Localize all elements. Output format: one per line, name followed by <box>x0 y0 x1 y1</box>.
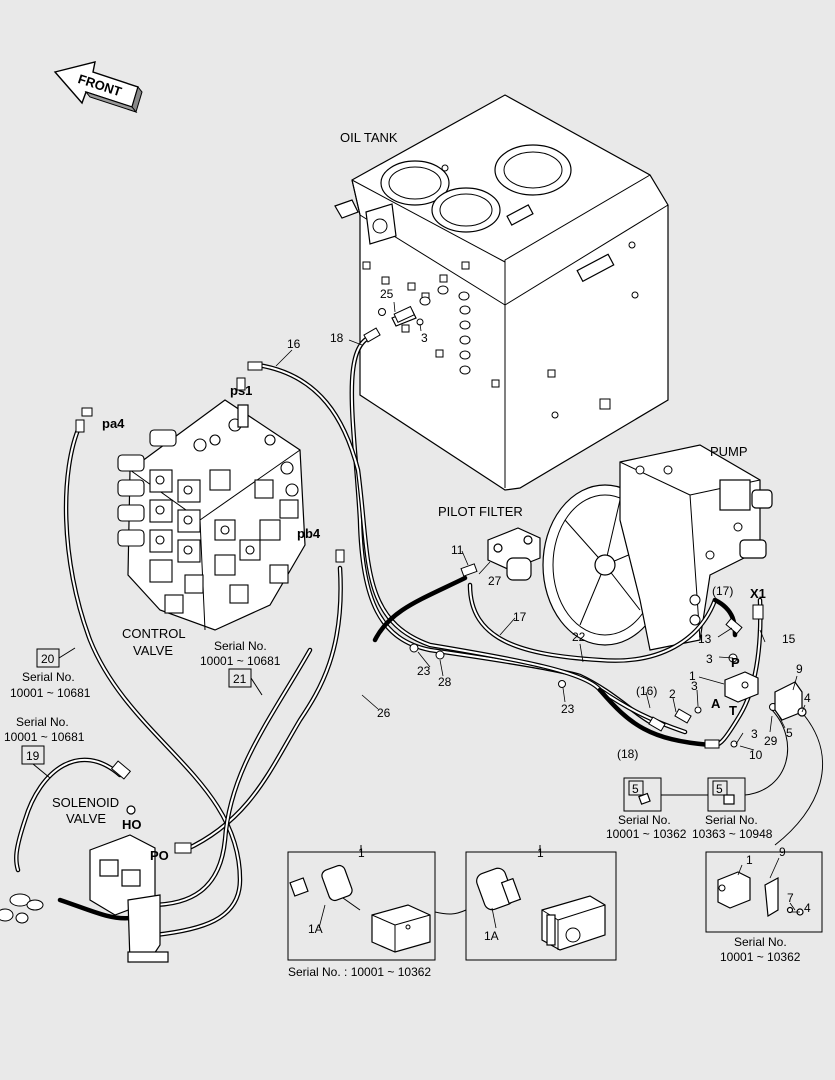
callout-5-box-a: 5 <box>632 782 639 796</box>
link-arrow-5 <box>744 709 788 796</box>
serial-5b-range: 10363 ~ 10948 <box>692 827 773 841</box>
link-arrow-9 <box>774 714 823 846</box>
callout-3-t: 3 <box>751 727 758 741</box>
detail-box-left <box>287 845 436 961</box>
callout-9-main: 9 <box>796 662 803 676</box>
serial-detail-left: Serial No. : 10001 ~ 10362 <box>288 965 431 979</box>
callout-15: 15 <box>782 632 796 646</box>
callout-27: 27 <box>488 574 502 588</box>
callout-5-main: 5 <box>786 726 793 740</box>
detail-link-arrow <box>434 909 467 915</box>
callout-1-detail-left: 1 <box>358 846 365 860</box>
detail-box-bracket <box>705 851 823 933</box>
callout-7: 7 <box>787 891 794 905</box>
callout-21: 21 <box>233 672 247 686</box>
callout-18-top: 18 <box>330 331 344 345</box>
callout-17-paren: (17) <box>712 584 733 598</box>
serial-19-title: Serial No. <box>16 715 69 729</box>
callout-1a-detail-left: 1A <box>308 922 323 936</box>
callout-10: 10 <box>749 748 763 762</box>
leader-lines <box>275 301 806 929</box>
serial-20-range: 10001 ~ 10681 <box>10 686 91 700</box>
serial-5a-title: Serial No. <box>618 813 671 827</box>
callout-29: 29 <box>764 734 778 748</box>
solenoid-valve-label-2: VALVE <box>66 811 106 826</box>
port-ho-label: HO <box>122 817 142 832</box>
detail-box-right <box>465 845 617 961</box>
callout-2: 2 <box>669 687 676 701</box>
serial-9-range: 10001 ~ 10362 <box>720 950 801 964</box>
serial-20-title: Serial No. <box>22 670 75 684</box>
callout-3-a: 3 <box>691 679 698 693</box>
callout-20: 20 <box>41 652 55 666</box>
fittings <box>75 305 777 854</box>
callout-4-bracket: 4 <box>804 901 811 915</box>
callout-1-detail-right: 1 <box>537 846 544 860</box>
oil-tank-label: OIL TANK <box>340 130 398 145</box>
port-t-label: T <box>729 703 737 718</box>
callout-5-box-b: 5 <box>716 782 723 796</box>
pilot-filter-label: PILOT FILTER <box>438 504 523 519</box>
pump-label: PUMP <box>710 444 748 459</box>
solenoid-valve-label-1: SOLENOID <box>52 795 119 810</box>
callout-22: 22 <box>572 630 586 644</box>
callout-25: 25 <box>380 287 394 301</box>
serial-5b-title: Serial No. <box>705 813 758 827</box>
callout-1-bracket: 1 <box>746 853 753 867</box>
serial-5a-range: 10001 ~ 10362 <box>606 827 687 841</box>
pump <box>542 444 773 651</box>
port-pa4-label: pa4 <box>102 416 125 431</box>
callout-3-pump: 3 <box>706 652 713 666</box>
callout-13: 13 <box>698 632 712 646</box>
callout-1-main: 1 <box>689 669 696 683</box>
callout-26: 26 <box>377 706 391 720</box>
callout-28: 28 <box>438 675 452 689</box>
front-arrow-icon <box>53 61 143 114</box>
block-1-main <box>724 671 807 721</box>
serial-9-title: Serial No. <box>734 935 787 949</box>
serial-19-range: 10001 ~ 10681 <box>4 730 85 744</box>
port-a-label: A <box>711 696 721 711</box>
callout-4-main: 4 <box>804 691 811 705</box>
callout-numbers: 25 3 18 16 11 27 17 22 23 28 23 26 (17) … <box>26 287 811 943</box>
serial-notes: Serial No. 10001 ~ 10681 Serial No. 1000… <box>4 639 801 979</box>
callout-17: 17 <box>513 610 527 624</box>
port-pb4-label: pb4 <box>297 526 321 541</box>
serial-21-title: Serial No. <box>214 639 267 653</box>
pilot-filter <box>487 527 541 581</box>
framed-callouts <box>21 647 728 796</box>
hoses <box>14 334 763 938</box>
callout-16-top: 16 <box>287 337 301 351</box>
control-valve-label-2: VALVE <box>133 643 173 658</box>
oil-tank <box>334 94 669 491</box>
port-x1-label: X1 <box>750 586 766 601</box>
callout-23-right: 23 <box>561 702 575 716</box>
callout-18-paren: (18) <box>617 747 638 761</box>
callout-3-tank: 3 <box>421 331 428 345</box>
callout-23-left: 23 <box>417 664 431 678</box>
callout-1a-detail-right: 1A <box>484 929 499 943</box>
port-po-label: PO <box>150 848 169 863</box>
control-valve-label-1: CONTROL <box>122 626 186 641</box>
serial-21-range: 10001 ~ 10681 <box>200 654 281 668</box>
callout-19: 19 <box>26 749 40 763</box>
control-valve <box>117 399 306 631</box>
solenoid-valve <box>0 805 169 963</box>
port-p-label: P <box>731 655 740 670</box>
callout-9-bracket: 9 <box>779 845 786 859</box>
callout-16-paren: (16) <box>636 684 657 698</box>
callout-11: 11 <box>451 543 464 557</box>
